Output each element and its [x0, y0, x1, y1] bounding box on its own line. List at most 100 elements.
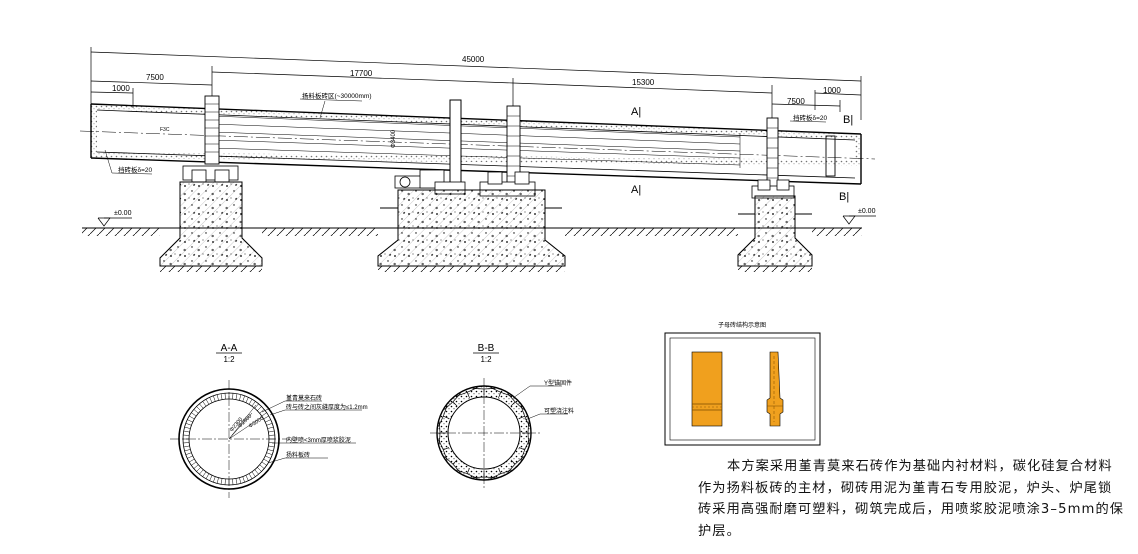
dim-left-1000: 1000: [112, 84, 130, 93]
brick-joint: [263, 458, 269, 463]
elevation-marks: [97, 215, 876, 227]
brick-joint: [268, 430, 275, 433]
brick-joint: [213, 476, 216, 483]
brick-joint: [245, 475, 249, 481]
brick-joint: [205, 473, 210, 479]
brick-joint: [254, 469, 259, 475]
brick-joint: [202, 401, 207, 407]
bb-anchor-ring: [438, 387, 530, 479]
section-a-top: A|: [631, 106, 641, 118]
brick-joint: [239, 394, 242, 401]
brick-joint: [267, 426, 274, 429]
brick-joint: [189, 458, 195, 463]
brick-joint: [199, 469, 204, 475]
aa-label-2: 砖与砖之间灰缝厚度为≤1.2mm: [286, 403, 368, 411]
brick-joint: [193, 464, 199, 469]
brick-joint: [205, 399, 210, 405]
brick-joint: [183, 442, 190, 444]
brick-joint: [254, 403, 259, 409]
section-aa-scale: 1:2: [223, 355, 235, 364]
brick-joint: [202, 471, 207, 477]
brick-joint: [232, 478, 234, 485]
brick-joint: [266, 452, 273, 455]
brick-joint: [257, 406, 262, 411]
brick-joint: [248, 473, 253, 479]
brick-joint: [183, 430, 190, 433]
brick-joint: [193, 409, 199, 414]
brick-joint: [216, 477, 219, 484]
brick-joint: [251, 401, 256, 407]
brick-joint: [209, 475, 213, 481]
dim-total: 45000: [462, 55, 485, 64]
dim-span-right: 15300: [632, 78, 655, 87]
brick-joint: [185, 423, 192, 426]
dim-right-7500: 7500: [787, 97, 805, 106]
brick-joint: [220, 393, 223, 400]
brick-joint: [189, 415, 195, 420]
brick-joint: [209, 397, 213, 403]
brick-joint: [245, 397, 249, 403]
slope-label: F3C: [160, 127, 170, 133]
aa-label-3: 内壁喷<3mm厚喷浆胶泥: [286, 436, 351, 444]
section-bb-scale: 1:2: [480, 355, 492, 364]
section-bb-title: B-B: [478, 343, 495, 354]
brick-joint: [224, 393, 226, 400]
brick-joint: [216, 394, 219, 401]
lifter-plate-right-label: 挡砖板δ=20: [793, 113, 828, 122]
dim-span-mid: 17700: [350, 69, 373, 78]
brick-joint: [213, 395, 216, 402]
inner-dim-label: Φ3400: [391, 129, 397, 148]
aa-label-1: 堇青莫来石砖: [286, 394, 322, 402]
brick-joint: [224, 478, 226, 485]
brick-detail: 子母砖结构示意图: [664, 321, 821, 446]
brick-joint: [232, 393, 234, 400]
brick-joint: [183, 445, 190, 448]
brick-joint: [251, 471, 256, 477]
brick-joint: [199, 403, 204, 409]
brick-joint: [268, 434, 275, 436]
kiln-elevation: 45000 17700 15300 7500 1000 7500 1000: [79, 47, 876, 272]
brick-joint: [220, 478, 223, 485]
lifter-zone-label: 扬料板砖区(~30000mm): [302, 91, 372, 100]
dim-right-1000: 1000: [823, 86, 841, 95]
brick-joint: [191, 461, 197, 466]
gear-ring: [449, 99, 462, 187]
brick-joint: [267, 449, 274, 452]
brick-shape-left: [691, 351, 723, 427]
kiln-shell: [79, 103, 876, 185]
brick-joint: [185, 452, 192, 455]
aa-label-4: 扬料板砖: [286, 451, 310, 459]
brick-joint: [265, 419, 271, 423]
brick-joint: [248, 399, 253, 405]
brick-joint: [266, 423, 273, 426]
brick-joint: [183, 434, 190, 436]
brick-shape-right: [766, 351, 784, 427]
brick-joint: [239, 477, 242, 484]
brick-joint: [259, 464, 265, 469]
section-b-bottom: B|: [839, 191, 849, 203]
brick-detail-title: 子母砖结构示意图: [718, 321, 766, 329]
tyre-rings: [204, 95, 779, 193]
brick-joint: [184, 449, 191, 452]
y-anchor: [518, 405, 530, 427]
brick-joint: [196, 406, 201, 411]
brick-joint: [242, 476, 245, 483]
ground-line: [82, 227, 862, 272]
brick-joint: [187, 419, 193, 423]
section-bb: B-B 1:2 Y型锚固件 可塑浇注料: [430, 343, 574, 488]
brick-joint: [263, 415, 269, 420]
bb-label-2: 可塑浇注料: [544, 407, 574, 415]
brick-joint: [196, 467, 201, 472]
section-aa-title: A-A: [221, 343, 238, 354]
foundations: [159, 181, 813, 267]
brick-joint: [235, 393, 238, 400]
brick-joint: [261, 412, 267, 417]
section-aa: A-A 1:2 Φ2300 Φ2500 Φ3000 堇青莫来石砖 砖与砖之间灰缝…: [170, 343, 368, 498]
elev-right: ±0.00: [858, 208, 876, 215]
bb-label-1: Y型锚固件: [544, 379, 572, 387]
brick-joint: [242, 395, 245, 402]
brick-joint: [184, 426, 191, 429]
dim-left-7500: 7500: [146, 73, 164, 82]
dimension-lines: [90, 47, 862, 122]
